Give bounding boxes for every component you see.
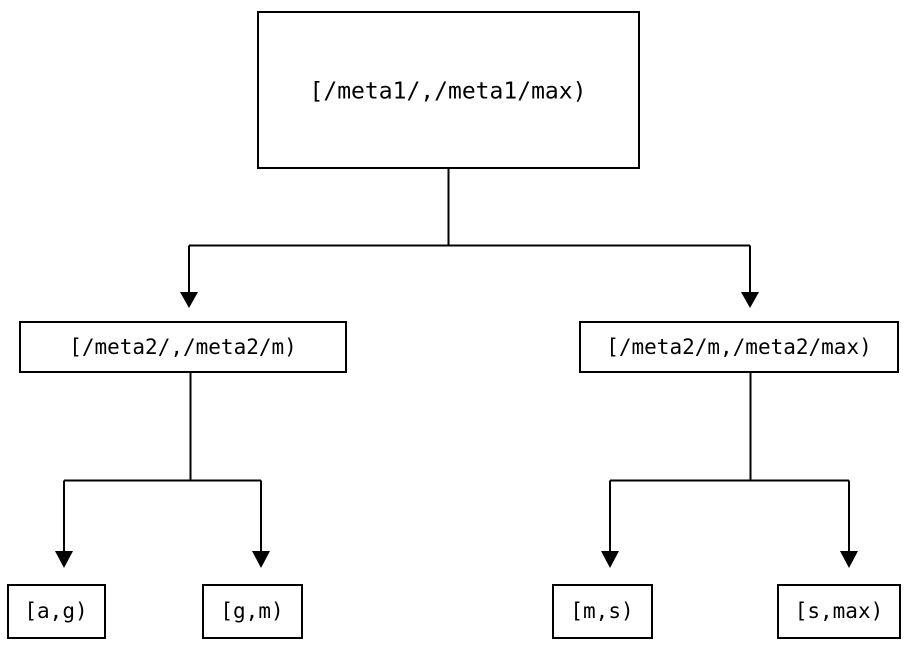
node-meta2-high-box <box>578 320 900 374</box>
arrowhead-meta2-low-to-leaf-a-g <box>55 551 73 568</box>
node-leaf-s-max[interactable]: [s,max) <box>776 583 902 640</box>
node-meta2-low-box <box>18 320 348 374</box>
arrowhead-meta2-high-to-leaf-s-max <box>840 551 858 568</box>
node-meta2-low[interactable]: [/meta2/,/meta2/m) <box>18 320 348 374</box>
node-meta2-high-label: [/meta2/m,/meta2/max) <box>606 335 872 359</box>
node-leaf-s-max-label: [s,max) <box>795 599 884 623</box>
arrowhead-root-to-meta2-high <box>741 292 759 308</box>
node-leaf-g-m-box <box>201 583 304 640</box>
node-root-label: [/meta1/,/meta1/max) <box>310 79 587 105</box>
arrowhead-meta2-high-to-leaf-m-s <box>601 551 619 568</box>
edge-group-meta2-high-to-leaves <box>601 372 858 568</box>
node-leaf-a-g[interactable]: [a,g) <box>6 583 107 640</box>
node-root[interactable]: [/meta1/,/meta1/max) <box>256 10 641 170</box>
arrowhead-root-to-meta2-low <box>180 292 198 308</box>
node-root-box <box>256 10 641 170</box>
node-leaf-m-s-box <box>551 583 654 640</box>
arrowhead-meta2-low-to-leaf-g-m <box>252 551 270 568</box>
node-leaf-g-m[interactable]: [g,m) <box>201 583 304 640</box>
node-leaf-m-s-label: [m,s) <box>570 599 633 623</box>
node-leaf-a-g-label: [a,g) <box>24 599 87 623</box>
node-leaf-a-g-box <box>6 583 107 640</box>
edge-group-meta2-low-to-leaves <box>55 372 270 568</box>
node-meta2-low-label: [/meta2/,/meta2/m) <box>69 335 297 359</box>
node-leaf-s-max-box <box>776 583 902 640</box>
node-leaf-g-m-label: [g,m) <box>220 599 283 623</box>
edge-group-root-to-level2 <box>180 168 759 308</box>
node-meta2-high[interactable]: [/meta2/m,/meta2/max) <box>578 320 900 374</box>
node-leaf-m-s[interactable]: [m,s) <box>551 583 654 640</box>
